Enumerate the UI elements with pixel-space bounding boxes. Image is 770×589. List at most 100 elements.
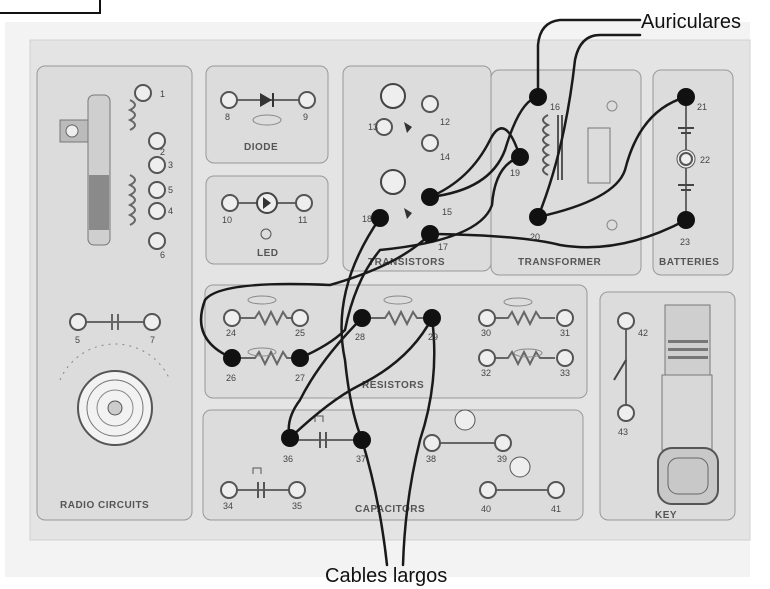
panel-title-key: KEY — [655, 510, 677, 521]
panel-title-resistors: RESISTORS — [362, 380, 424, 391]
terminal-label-8: 8 — [225, 112, 230, 122]
terminal-label-10: 10 — [222, 215, 232, 225]
terminal-42 — [618, 313, 634, 329]
terminal-label-12: 12 — [440, 117, 450, 127]
terminal-label-32: 32 — [481, 368, 491, 378]
terminal-label-6: 6 — [160, 250, 165, 260]
panel-title-capacitors: CAPACITORS — [355, 504, 425, 515]
terminal-label-28: 28 — [355, 332, 365, 342]
terminal-31 — [557, 310, 573, 326]
terminal-30 — [479, 310, 495, 326]
panel-title-diode: DIODE — [244, 142, 278, 153]
terminal-1 — [135, 85, 151, 101]
terminal-label-43: 43 — [618, 427, 628, 437]
terminal-13 — [376, 119, 392, 135]
terminal-label-15: 15 — [442, 207, 452, 217]
terminal-32 — [479, 350, 495, 366]
terminal-label-41: 41 — [551, 504, 561, 514]
terminal-label-40: 40 — [481, 504, 491, 514]
terminal-label-25: 25 — [295, 328, 305, 338]
terminal-10 — [222, 195, 238, 211]
panel-radio-circuits — [37, 66, 192, 520]
terminal-36 — [281, 429, 299, 447]
terminal-23 — [677, 211, 695, 229]
terminal-34 — [221, 482, 237, 498]
terminal-label-30: 30 — [481, 328, 491, 338]
terminal-24 — [224, 310, 240, 326]
terminal-label-14: 14 — [440, 152, 450, 162]
terminal-35 — [289, 482, 305, 498]
terminal-label-5b: 5 — [75, 335, 80, 345]
terminal-label-1: 1 — [160, 89, 165, 99]
terminal-16 — [529, 88, 547, 106]
frame-corner — [0, 0, 100, 13]
terminal-19 — [511, 148, 529, 166]
panel-title-led: LED — [257, 248, 279, 259]
terminal-label-13: 13 — [368, 122, 378, 132]
terminal-29 — [423, 309, 441, 327]
terminal-3 — [149, 157, 165, 173]
terminal-label-37: 37 — [356, 454, 366, 464]
terminal-41 — [548, 482, 564, 498]
terminal-11 — [296, 195, 312, 211]
earphones-label: Auriculares — [641, 11, 741, 34]
terminal-label-7: 7 — [150, 335, 155, 345]
terminal-label-9: 9 — [303, 112, 308, 122]
terminal-label-33: 33 — [560, 368, 570, 378]
terminal-5 — [149, 182, 165, 198]
terminal-33 — [557, 350, 573, 366]
terminal-label-23: 23 — [680, 237, 690, 247]
terminal-40 — [480, 482, 496, 498]
terminal-9 — [299, 92, 315, 108]
terminal-14 — [422, 135, 438, 151]
panel-title-batteries: BATTERIES — [659, 257, 719, 268]
terminal-25 — [292, 310, 308, 326]
terminal-label-27: 27 — [295, 373, 305, 383]
terminal-label-19: 19 — [510, 168, 520, 178]
terminal-43 — [618, 405, 634, 421]
terminal-label-18: 18 — [362, 214, 372, 224]
terminal-27 — [291, 349, 309, 367]
terminal-5b — [70, 314, 86, 330]
terminal-label-26: 26 — [226, 373, 236, 383]
terminal-label-4: 4 — [168, 206, 173, 216]
terminal-label-31: 31 — [560, 328, 570, 338]
terminal-12 — [422, 96, 438, 112]
terminal-22 — [680, 153, 692, 165]
terminal-label-2: 2 — [160, 147, 165, 157]
terminal-39 — [495, 435, 511, 451]
terminal-8 — [221, 92, 237, 108]
terminal-label-11: 11 — [298, 215, 307, 225]
terminal-label-35: 35 — [292, 501, 302, 511]
panel-title-transformer: TRANSFORMER — [518, 257, 602, 268]
terminal-label-34: 34 — [223, 501, 233, 511]
terminal-18 — [371, 209, 389, 227]
terminal-37 — [353, 431, 371, 449]
terminal-label-3: 3 — [168, 160, 173, 170]
long-wires-label: Cables largos — [325, 565, 447, 588]
terminal-label-24: 24 — [226, 328, 236, 338]
terminal-label-16: 16 — [550, 102, 560, 112]
terminal-label-38: 38 — [426, 454, 436, 464]
terminal-21 — [677, 88, 695, 106]
terminal-label-17: 17 — [438, 242, 448, 252]
terminal-4 — [149, 203, 165, 219]
terminal-label-39: 39 — [497, 454, 507, 464]
terminal-38 — [424, 435, 440, 451]
terminal-label-36: 36 — [283, 454, 293, 464]
terminal-label-21: 21 — [697, 102, 707, 112]
terminal-label-42: 42 — [638, 328, 648, 338]
panel-title-radio-circuits: RADIO CIRCUITS — [60, 500, 149, 511]
terminal-label-22: 22 — [700, 155, 710, 165]
terminal-label-29: 29 — [428, 332, 438, 342]
terminal-15 — [421, 188, 439, 206]
terminal-6 — [149, 233, 165, 249]
terminal-17 — [421, 225, 439, 243]
terminal-7 — [144, 314, 160, 330]
terminal-26 — [223, 349, 241, 367]
terminal-28 — [353, 309, 371, 327]
terminal-20 — [529, 208, 547, 226]
terminal-label-20: 20 — [530, 232, 540, 242]
terminal-label-5: 5 — [168, 185, 173, 195]
